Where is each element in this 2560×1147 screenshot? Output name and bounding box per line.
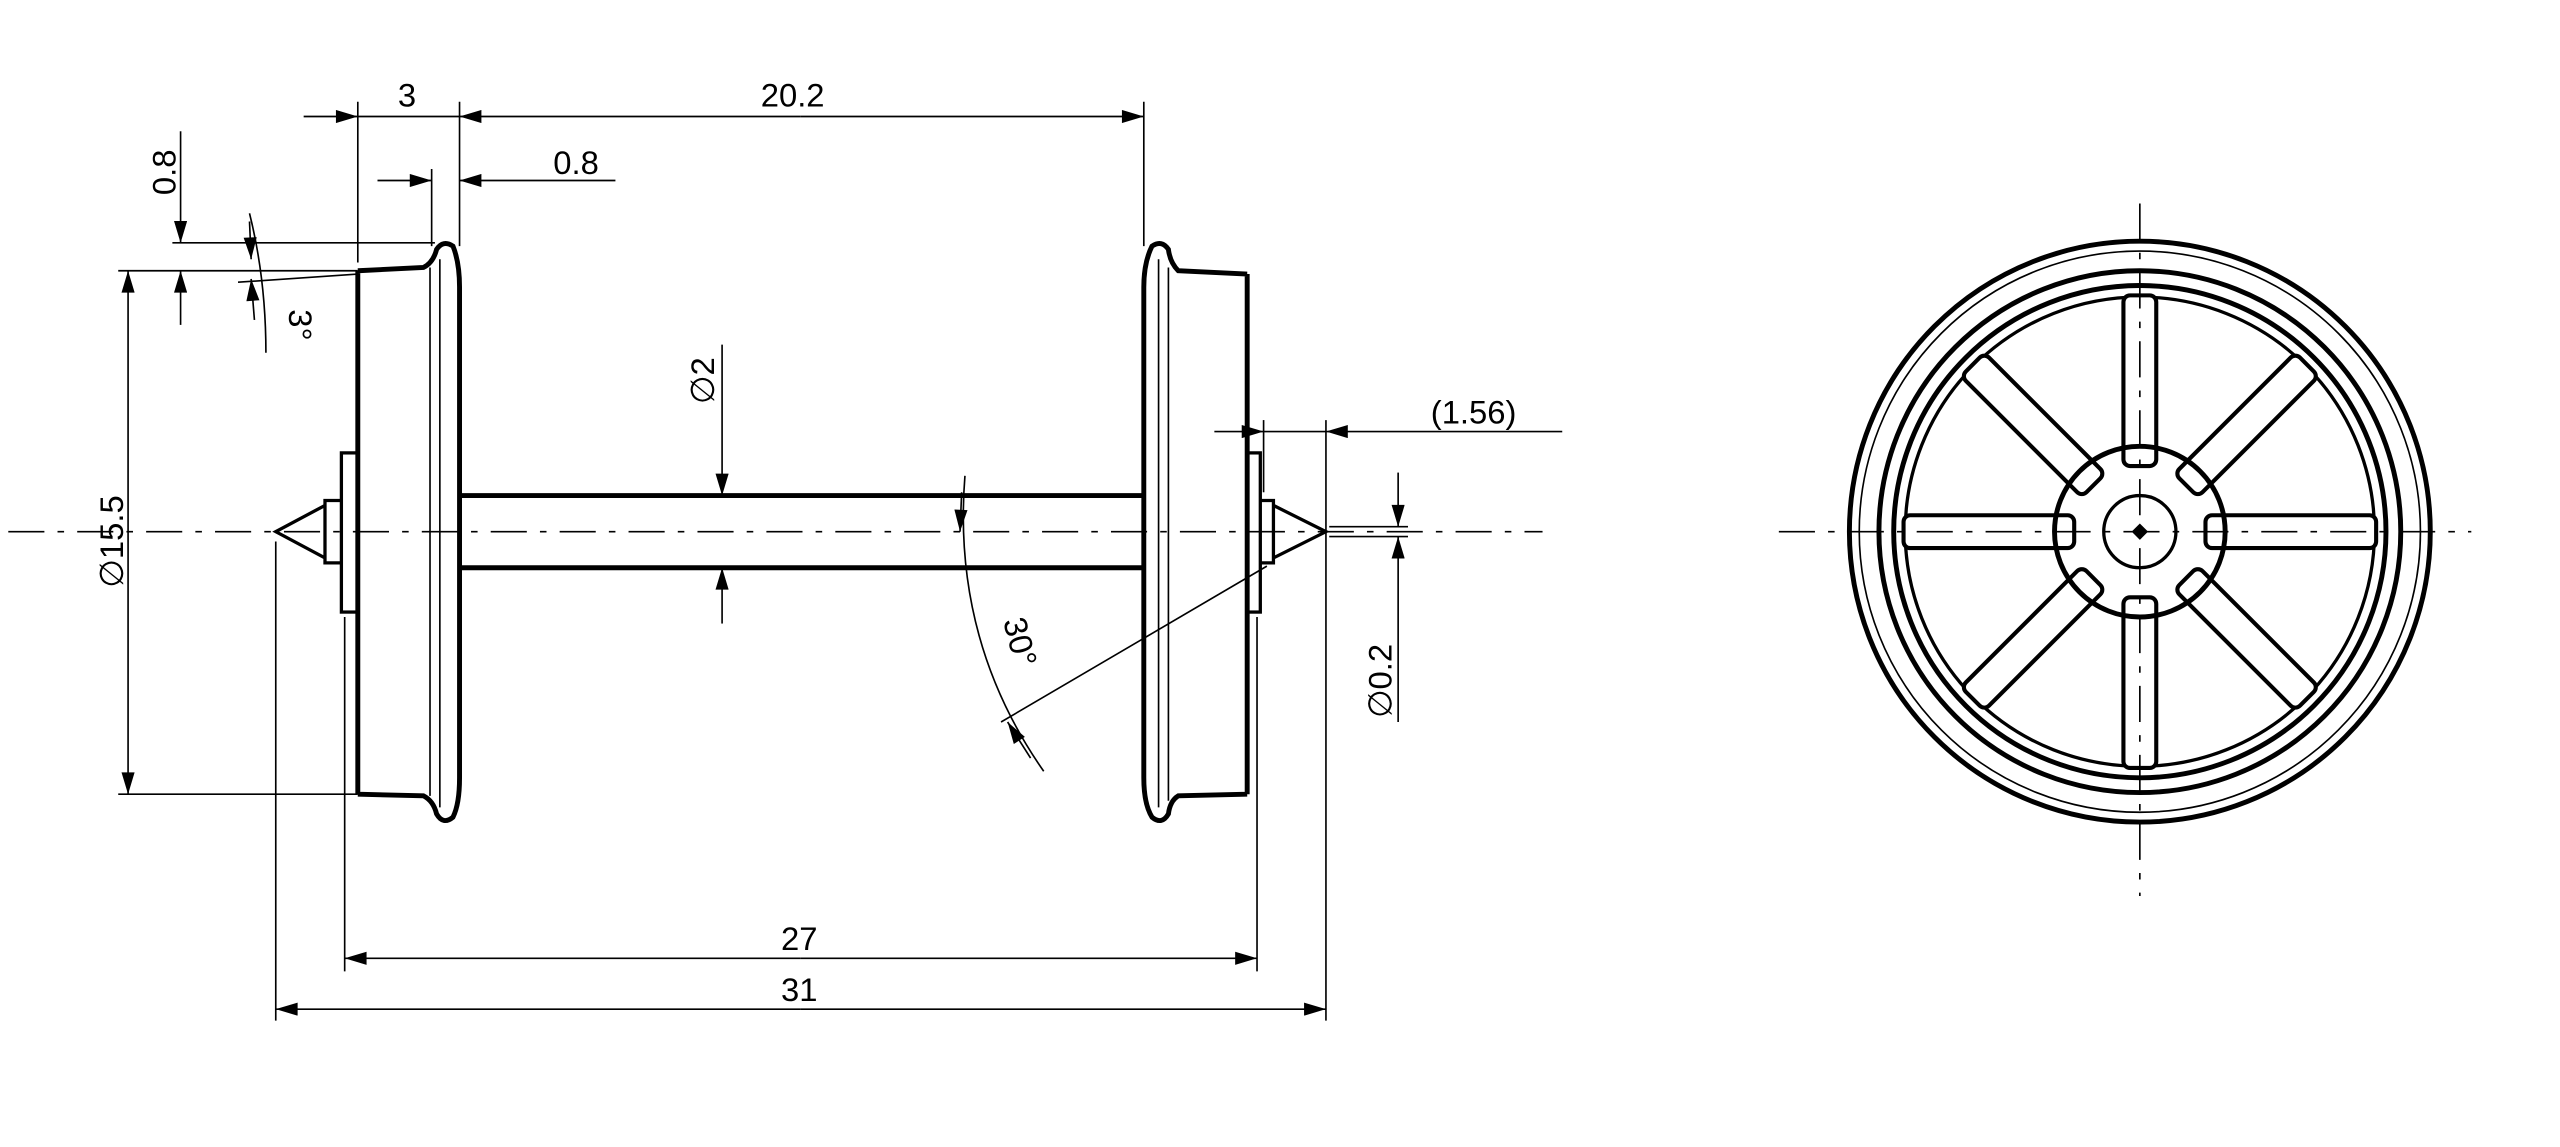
dim-axle-diameter: ∅2 (684, 344, 729, 624)
dim-label: ∅2 (684, 357, 721, 404)
dim-label: 0.8 (553, 144, 599, 181)
right-boss (1245, 451, 1262, 614)
dim-flange-thickness: 0.8 (377, 144, 616, 247)
left-axle-point (272, 498, 342, 565)
left-wheel (272, 241, 463, 824)
dim-label: 27 (781, 920, 817, 957)
dim-label: 31 (781, 971, 817, 1008)
dim-flange-width: 3 (303, 77, 461, 263)
dim-tip-diameter: ∅0.2 (1329, 472, 1408, 723)
front-view (1778, 203, 2472, 896)
dim-flange-height: 0.8 (118, 131, 435, 325)
dim-back-to-back: 27 (343, 616, 1258, 972)
dim-label: (1.56) (1431, 393, 1517, 430)
dim-tread-angle: 3° (237, 213, 358, 353)
dim-label: 20.2 (761, 77, 825, 114)
dim-label: 0.8 (146, 149, 183, 195)
right-wheel (1141, 241, 1330, 824)
dim-overall-length: 31 (274, 541, 1326, 1021)
spoke (1961, 567, 2105, 710)
spoke (2175, 567, 2318, 710)
dim-label: 3 (398, 77, 416, 114)
axle (459, 493, 1144, 571)
spoke (2175, 353, 2318, 497)
dim-point-length: (1.56) (1214, 393, 1563, 1021)
dim-label: ∅0.2 (1362, 644, 1399, 718)
side-view: 3 20.2 0.8 0.8 3° (8, 77, 1563, 1021)
dim-wheel-diameter: ∅15.5 (93, 270, 358, 796)
dim-point-angle: 30° (954, 475, 1268, 772)
spoke (1961, 353, 2105, 497)
dim-label: 30° (996, 613, 1045, 670)
dim-label: 3° (282, 309, 319, 340)
left-boss (339, 451, 360, 614)
dim-label: ∅15.5 (93, 495, 130, 587)
dim-wheel-spacing: 20.2 (459, 77, 1145, 247)
